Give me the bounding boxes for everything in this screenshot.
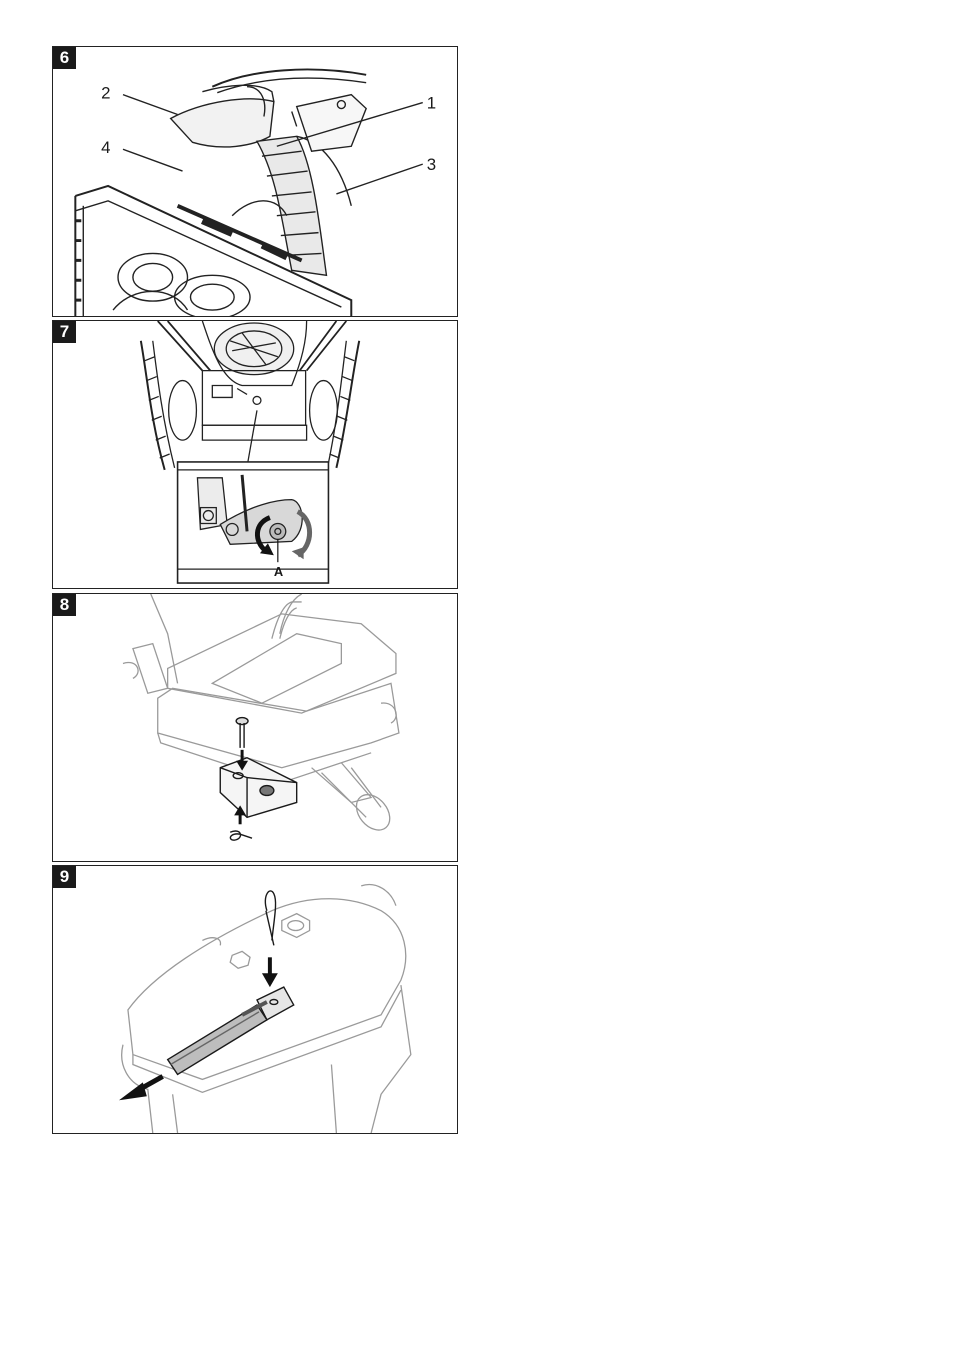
figure-number: 9 <box>53 866 76 888</box>
figure-9-illustration <box>53 866 457 1133</box>
callout-A: A <box>274 564 283 579</box>
figure-6-illustration: 1 2 3 4 <box>53 47 457 316</box>
figure-9: 9 <box>52 865 458 1134</box>
callout-1: 1 <box>427 94 436 113</box>
figure-6: 6 <box>52 46 458 317</box>
figure-number: 6 <box>53 47 76 69</box>
callout-2: 2 <box>101 84 110 103</box>
figure-number: 8 <box>53 594 76 616</box>
figure-number: 7 <box>53 321 76 343</box>
figure-8-illustration <box>53 594 457 861</box>
callout-3: 3 <box>427 155 436 174</box>
figure-7-illustration: A <box>53 321 457 588</box>
figure-8: 8 <box>52 593 458 862</box>
callout-4: 4 <box>101 138 110 157</box>
figure-7: 7 <box>52 320 458 589</box>
